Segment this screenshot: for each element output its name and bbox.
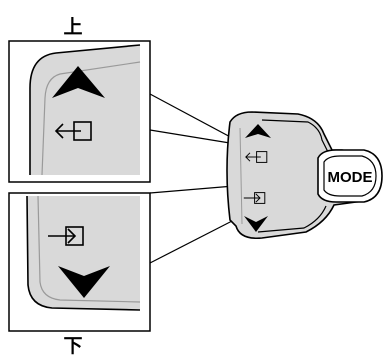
remote-unit: MODE [226, 111, 383, 240]
mode-button[interactable]: MODE [317, 149, 383, 203]
down-arrow-icon [58, 266, 110, 298]
bottom-label: 下 [63, 335, 82, 356]
unit-up-arrow-icon[interactable] [245, 124, 271, 138]
top-label: 上 [63, 16, 82, 38]
unit-down-arrow-icon[interactable] [244, 216, 268, 232]
mode-button-label: MODE [328, 169, 373, 186]
up-arrow-icon [52, 66, 105, 98]
bottom-detail-panel [8, 192, 151, 332]
leader-lines [149, 93, 237, 264]
top-detail-panel [8, 40, 151, 183]
